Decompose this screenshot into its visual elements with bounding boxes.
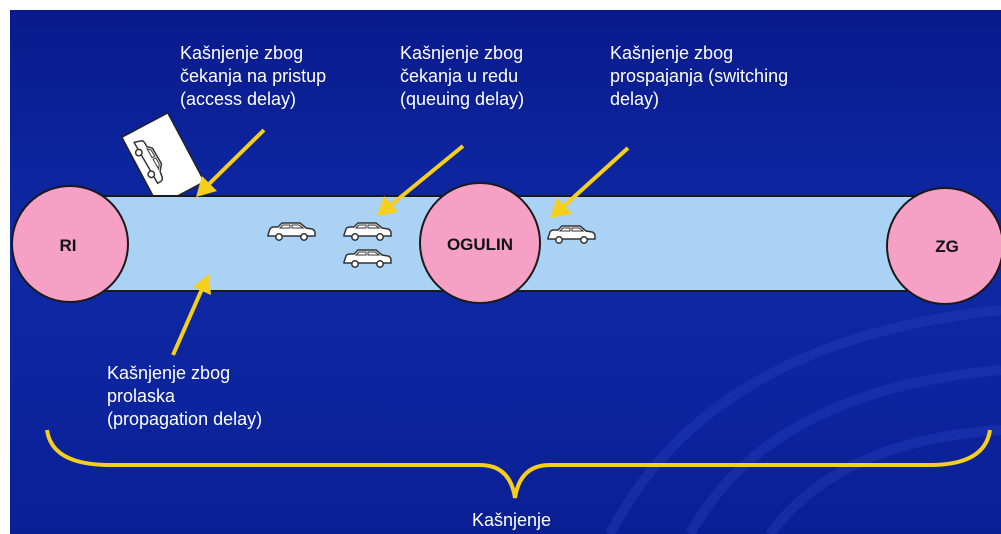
access-delay-label: Kašnjenje zbog čekanja na pristup (acces… — [180, 43, 327, 109]
diagram-slide: RI OGULIN ZG Kašnjenje zbog čekanja na — [10, 10, 1001, 534]
node-ri — [11, 185, 129, 303]
node-ri-label: RI — [60, 236, 77, 255]
arrow-propagation — [171, 274, 211, 356]
arrow-switching — [550, 146, 630, 218]
node-zg — [886, 187, 1001, 305]
arrow-queuing — [377, 144, 465, 216]
arrow-access — [196, 128, 266, 197]
queuing-delay-label: Kašnjenje zbog čekanja u redu (queuing d… — [400, 43, 525, 109]
total-delay-label: Kašnjenje — [472, 510, 552, 530]
network-delay-diagram: RI OGULIN ZG — [11, 111, 1001, 534]
access-ramp — [120, 111, 206, 208]
switching-delay-label: Kašnjenje zbog prospajanja (switching de… — [610, 43, 789, 109]
propagation-delay-label: Kašnjenje zbog prolaska (propagation del… — [107, 363, 263, 429]
background-swirl — [605, 305, 1001, 534]
node-ogulin — [419, 182, 541, 304]
node-zg-label: ZG — [935, 237, 959, 256]
total-delay-brace — [45, 429, 992, 499]
node-ogulin-label: OGULIN — [447, 235, 513, 254]
